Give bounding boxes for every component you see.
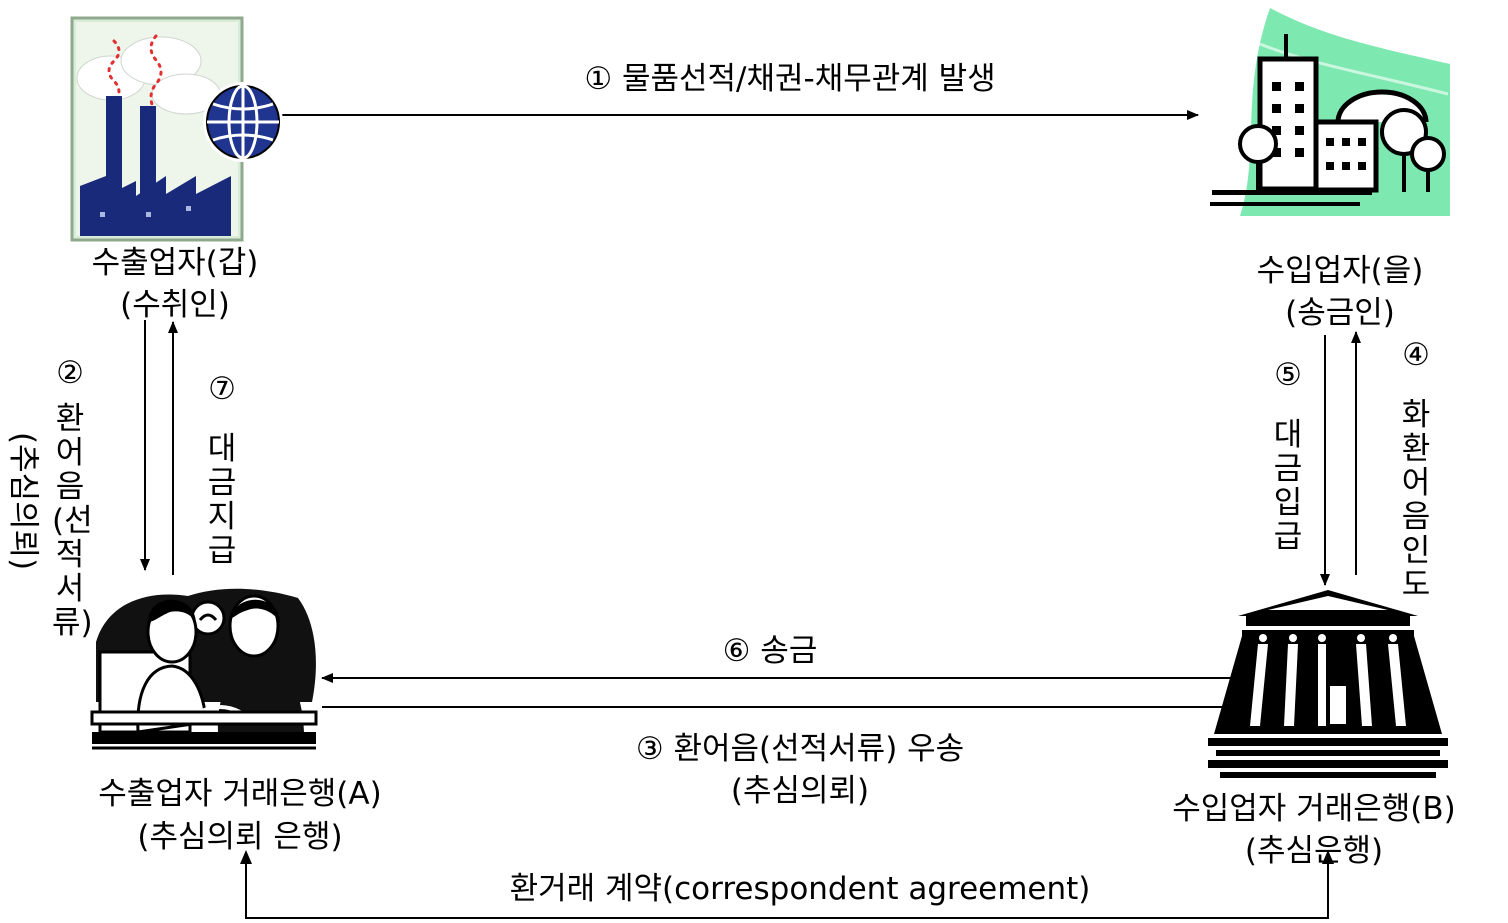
bank-a-title: 수출업자 거래은행(A) [98,776,382,812]
step5-label: 대금입급 [1273,417,1303,555]
step4-number: ④ [1402,337,1430,373]
step3-label: ③ 환어음(선적서류) 우송 [635,731,965,767]
importer-subtitle: (송금인) [1285,295,1395,331]
step4-label: 화환어음 인도 [1401,397,1431,603]
step2-number: ② [56,355,84,391]
arrowhead-agreement-left [240,850,252,864]
bank-building-icon [1208,590,1448,778]
step5-number: ⑤ [1274,357,1302,393]
importer-title: 수입업자(을) [1256,253,1424,289]
step1-label: ① 물품선적/채권-채무관계 발생 [584,61,996,97]
step6-label: ⑥ 송금 [722,633,818,669]
exporter-title: 수출업자(갑) [91,245,259,281]
bank-clerk-icon [90,588,318,750]
step7-label: 대금지급 [207,431,237,569]
step3-sublabel: (추심의뢰) [730,773,870,809]
step2-sublabel: (추심의뢰) [5,432,41,571]
bank-b-title: 수입업자 거래은행(B) [1172,791,1456,827]
agreement-label: 환거래 계약(correspondent agreement) [509,871,1091,907]
arrowhead-agreement-right [1322,850,1334,864]
step7-number: ⑦ [208,371,236,407]
arrow-agreement [245,862,1329,919]
bank-a-subtitle: (추심의뢰 은행) [137,819,343,855]
factory-globe-icon [70,16,283,242]
step2-label: 환어음(선적서류) [52,401,93,641]
exporter-subtitle: (수취인) [120,287,230,323]
bank-b-subtitle: (추심은행) [1244,833,1384,869]
office-building-icon [1210,8,1450,216]
